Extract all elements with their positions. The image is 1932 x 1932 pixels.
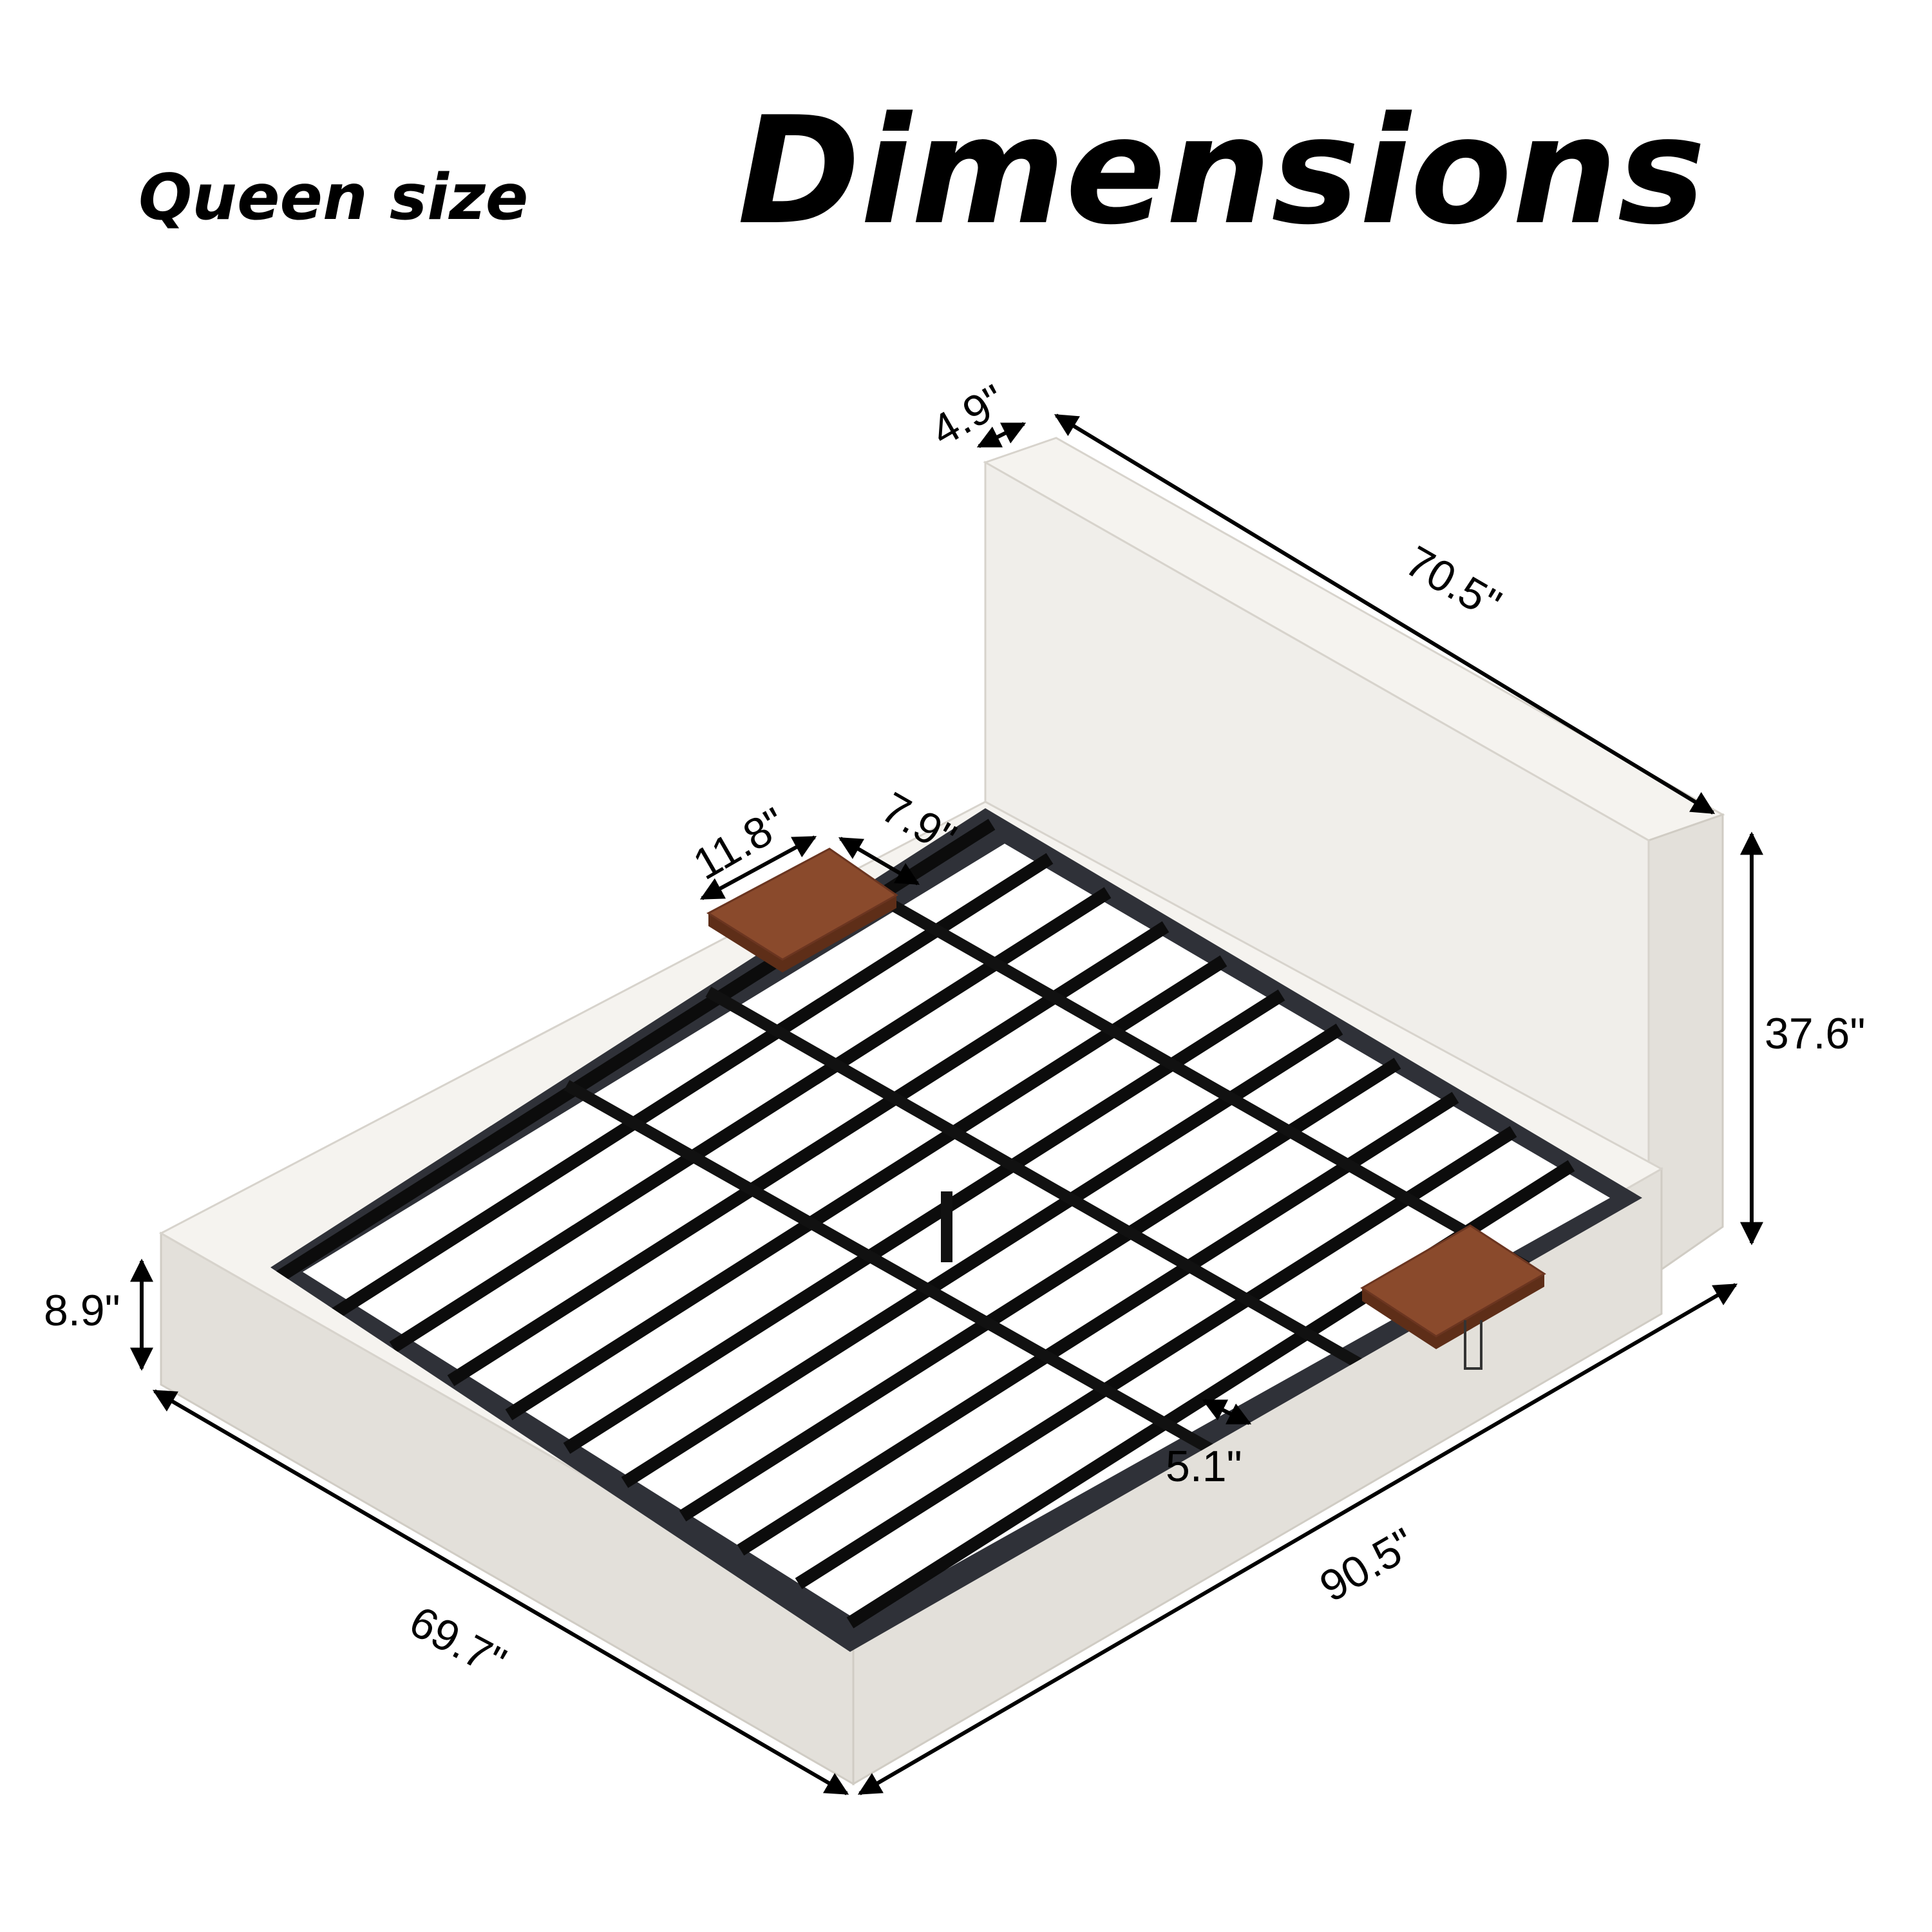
dimension-arrows bbox=[130, 413, 1763, 1795]
arrow-headboard-depth bbox=[976, 422, 1027, 448]
label-headboard-height: 37.6" bbox=[1765, 1009, 1866, 1058]
arrow-shelf-depth bbox=[838, 837, 920, 886]
page-title: Dimensions bbox=[737, 86, 1706, 258]
label-frame-height: 8.9" bbox=[44, 1286, 120, 1335]
label-headboard-depth: 4.9" bbox=[923, 375, 1014, 456]
arrow-frame-length bbox=[857, 1283, 1738, 1795]
size-label: Queen size bbox=[138, 161, 528, 234]
arrow-frame-width bbox=[152, 1389, 849, 1795]
arrow-side-rail bbox=[1202, 1399, 1252, 1425]
label-frame-length: 90.5" bbox=[1312, 1519, 1424, 1611]
label-frame-width: 69.7" bbox=[402, 1596, 514, 1687]
label-headboard-width: 70.5" bbox=[1397, 536, 1510, 629]
arrow-headboard-width bbox=[1054, 413, 1716, 815]
label-side-rail-width: 5.1" bbox=[1166, 1442, 1242, 1491]
arrow-shelf-width bbox=[699, 835, 817, 900]
